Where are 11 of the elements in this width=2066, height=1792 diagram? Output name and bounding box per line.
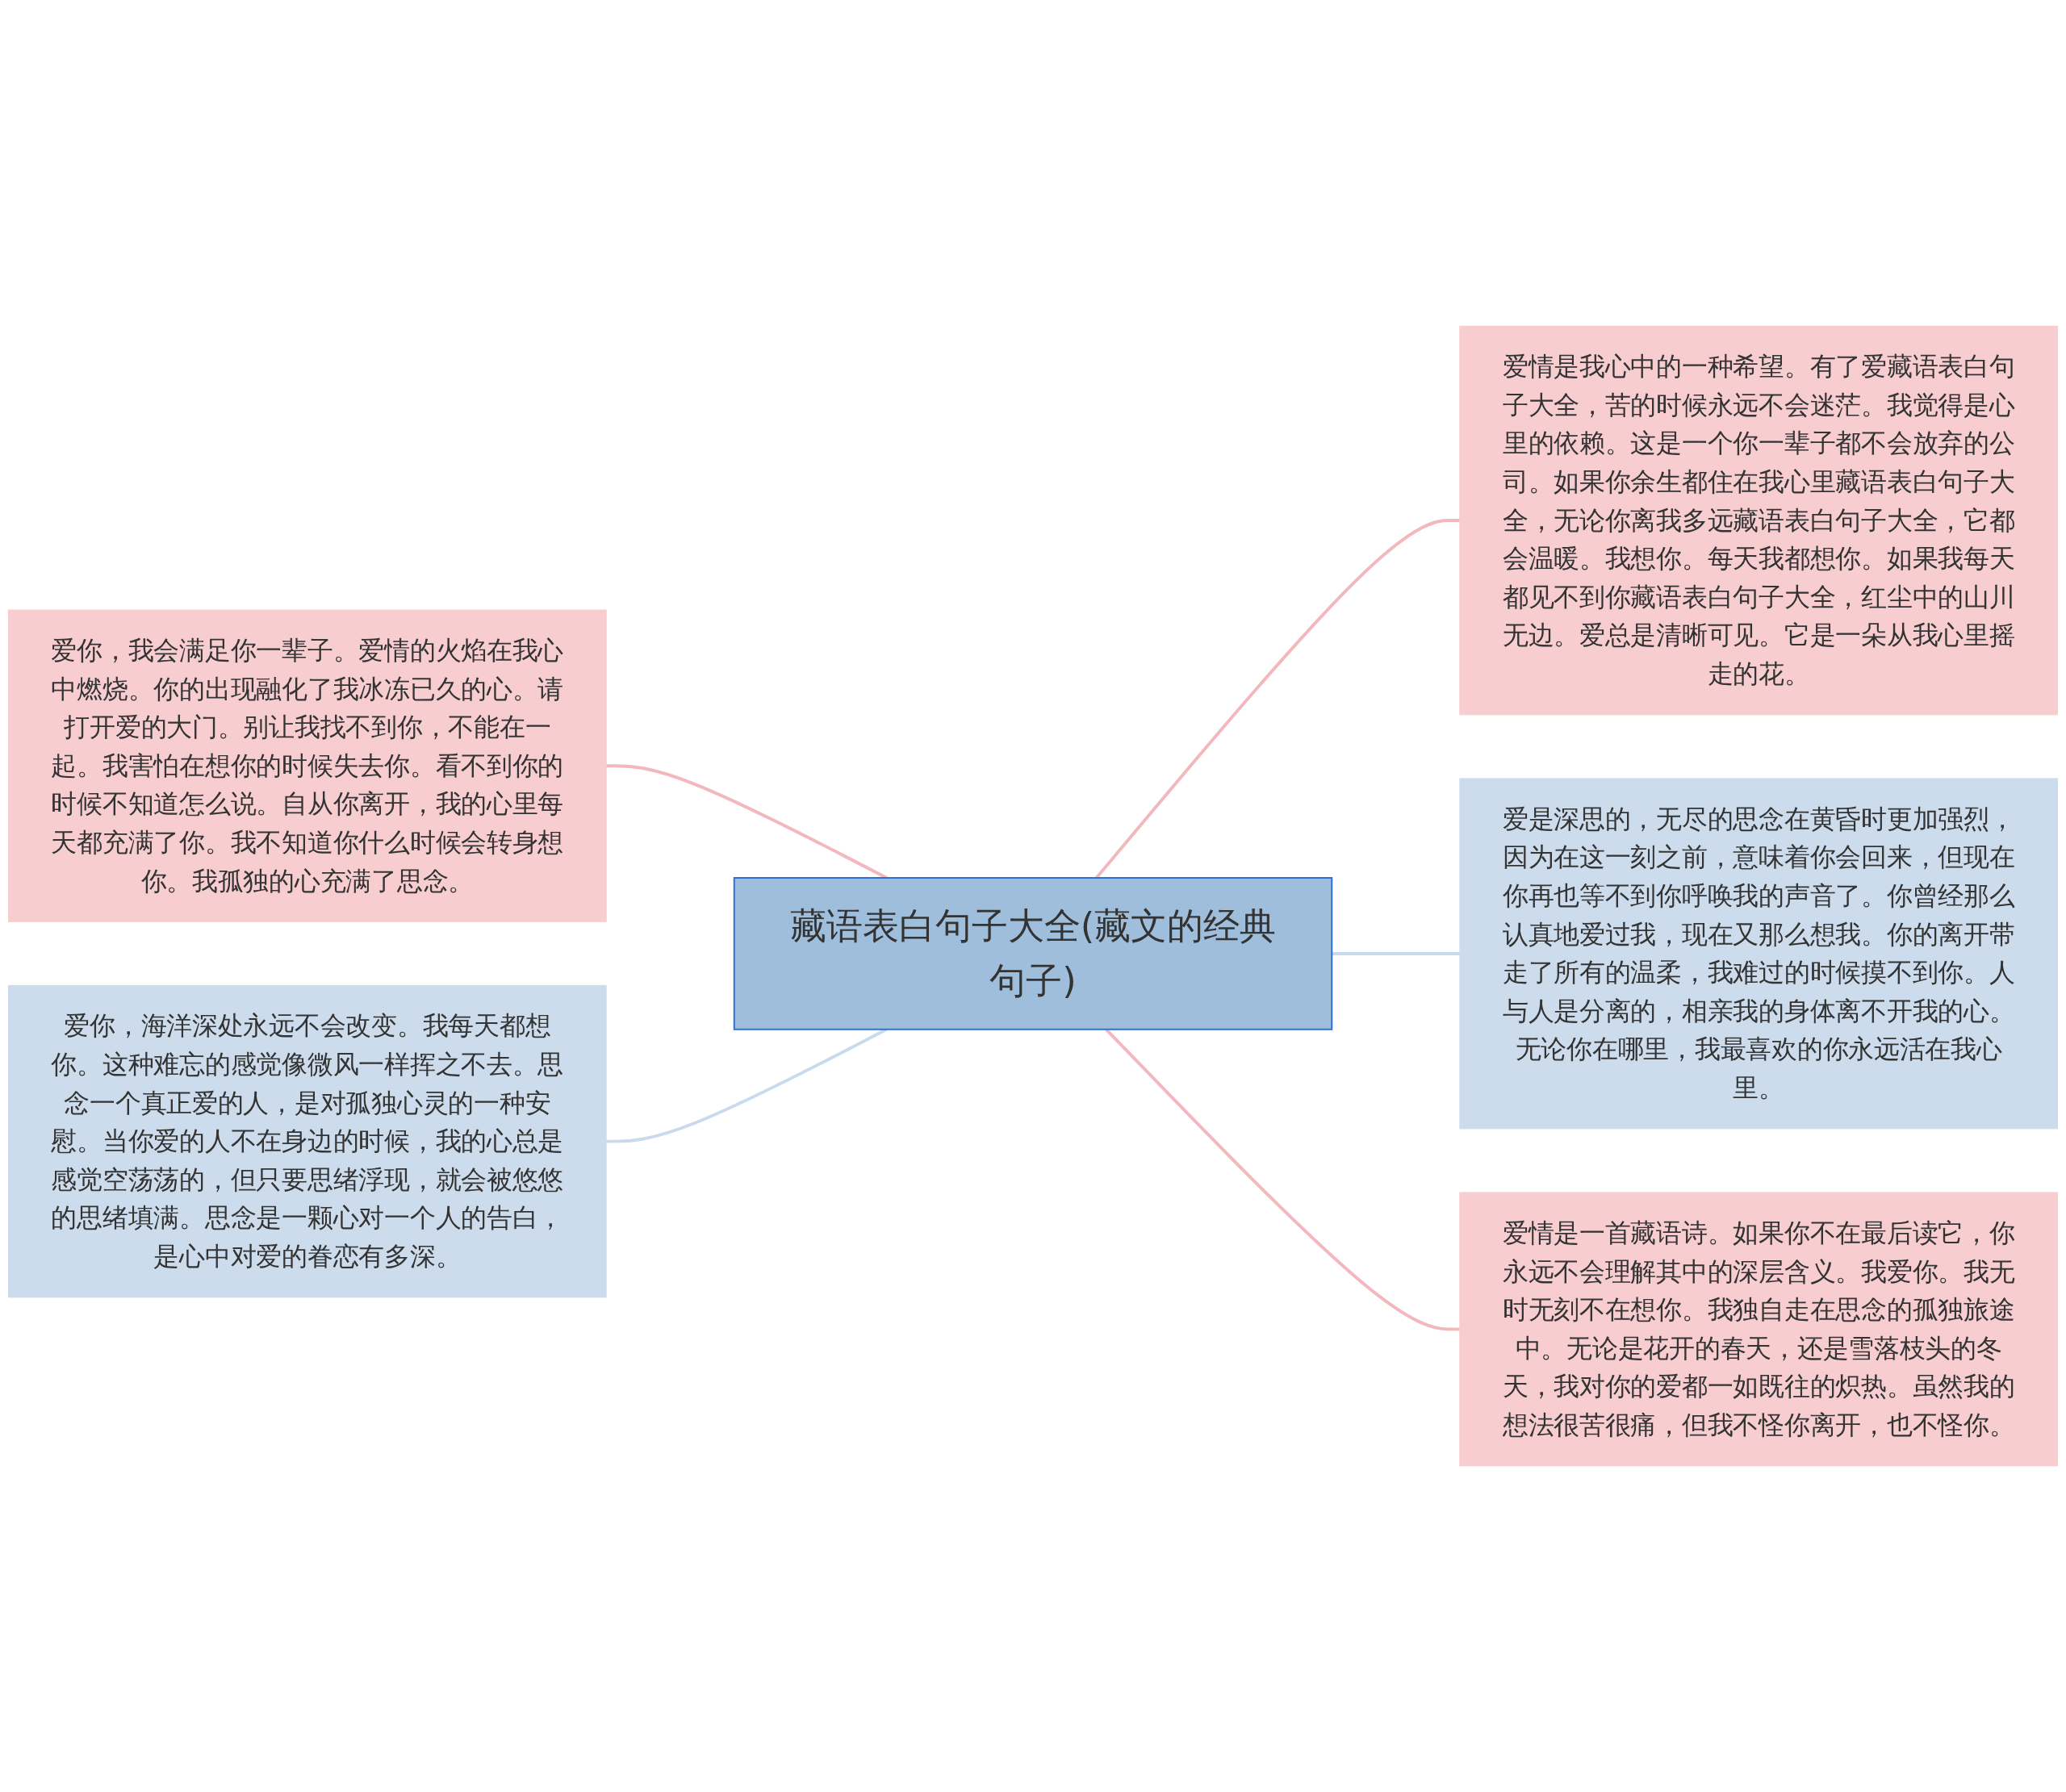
node-box: 爱情是我心中的一种希望。有了爱藏语表白句子大全，苦的时候永远不会迷茫。我觉得是心里的依赖。这是一个你一辈子都不会放弃的公司。如果你余生都住在我心里藏语表白句子大全，无论你离我多远藏语表白句子大全，它都会温暖。我想你。每天我都想你。如果我每天都见不到你藏语表白句子大全，红尘中的山川无边。爱总是清晰可见。它是一朵从我心里摇走的花。 [1459,325,2059,716]
node-box: 爱是深思的，无尽的思念在黄昏时更加强烈，因为在这一刻之前，意味着你会回来，但现在你再也等不到你呼唤我的声音了。你曾经那么认真地爱过我，现在又那么想我。你的离开带走了所有的温柔，我难过的时候摸不到你。人与人是分离的，相亲我的身体离不开我的心。无论你在哪里，我最喜欢的你永远活在我心里。 [1459,778,2059,1130]
node-box: 藏语表白句子大全(藏文的经典句子) [733,877,1333,1030]
node-box: 爱你，海洋深处永远不会改变。我每天都想你。这种难忘的感觉像微风一样挥之不去。思念一个真正爱的人，是对孤独心灵的一种安慰。当你爱的人不在身边的时候，我的心总是感觉空荡荡的，但只要思绪浮现，就会被悠悠的思绪填满。思念是一颗心对一个人的告白，是心中对爱的眷恋有多深。 [7,984,607,1298]
connector [606,764,888,879]
node-box: 爱你，我会满足你一辈子。爱情的火焰在我心中燃烧。你的出现融化了我冰冻已久的心。请打开爱的大门。别让我找不到你，不能在一起。我害怕在想你的时候失去你。看不到你的时候不知道怎么说。自从你离开，我的心里每天都充满了你。我不知道你什么时候会转身想你。我孤独的心充满了思念。 [7,609,607,922]
node-box: 爱情是一首藏语诗。如果你不在最后读它，你永远不会理解其中的深层含义。我爱你。我无时无刻不在想你。我独自走在思念的孤独旅途中。无论是花开的春天，还是雪落枝头的冬天，我对你的爱都一如既往的炽热。虽然我的想法很苦很痛，但我不怪你离开，也不怪你。 [1459,1192,2059,1467]
connector [606,1028,888,1143]
connector [1105,1028,1460,1331]
connector [1095,519,1460,879]
connector [1332,951,1460,955]
